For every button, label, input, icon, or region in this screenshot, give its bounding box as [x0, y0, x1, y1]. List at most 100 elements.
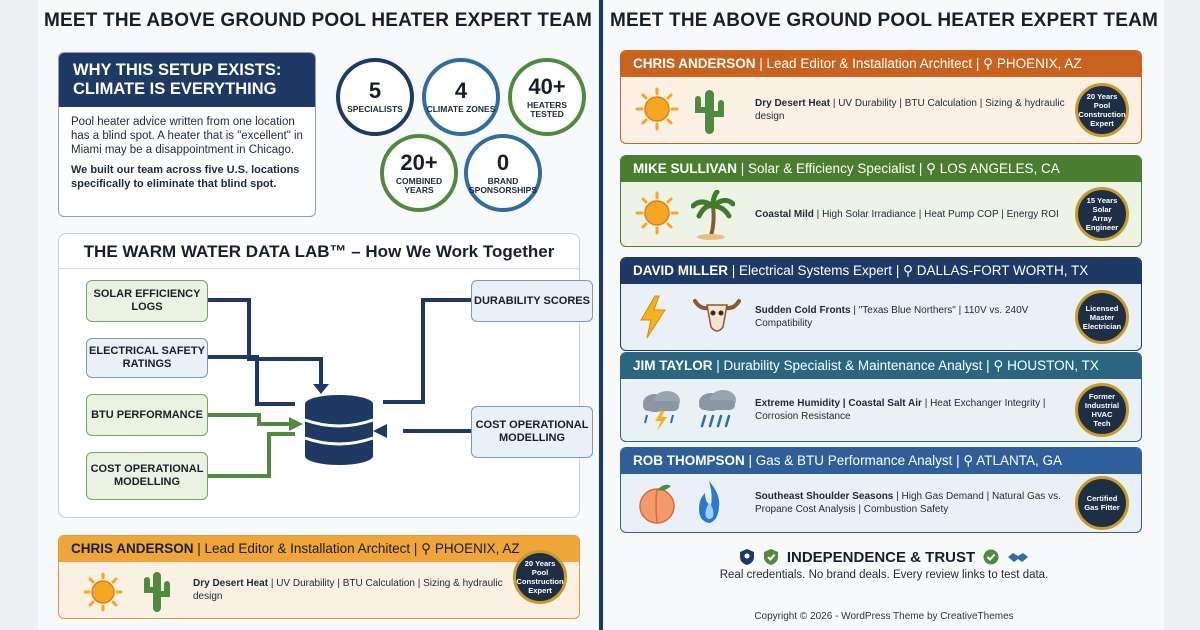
column-divider [599, 0, 603, 630]
card-body: Coastal Mild | High Solar Irradiance | H… [621, 182, 1141, 246]
stat-brand-sponsorships: 0 BRAND SPONSORSHIPS [464, 134, 542, 212]
lab-input-solar: SOLAR EFFICIENCY LOGS [86, 280, 208, 322]
climate-rest: UV Durability | BTU Calculation | Sizing… [193, 578, 503, 602]
location-pin-icon: ⚲ [926, 161, 936, 176]
climate-rest: Heat Exchanger Integrity | Corrosion Res… [755, 398, 1046, 422]
card-body: Sudden Cold Fronts | "Texas Blue Norther… [621, 284, 1141, 350]
lab-title: THE WARM WATER DATA LAB™ – How We Work T… [83, 242, 555, 261]
stat-label: HEATERS TESTED [527, 99, 567, 119]
expert-role: Lead Editor & Installation Architect [204, 541, 411, 556]
storm-cloud-icon [635, 387, 685, 438]
location-pin-icon: ⚲ [903, 263, 913, 278]
card-body: Southeast Shoulder Seasons | High Gas De… [621, 474, 1141, 532]
data-lab-panel: THE WARM WATER DATA LAB™ – How We Work T… [58, 233, 593, 518]
expert-card: MIKE SULLIVAN | Solar & Efficiency Speci… [620, 155, 1142, 247]
flow-line-electrical [207, 355, 295, 406]
expert-location: ATLANTA, GA [976, 453, 1063, 468]
card-details: Coastal Mild | High Solar Irradiance | H… [755, 208, 1059, 220]
why-box: WHY THIS SETUP EXISTS: CLIMATE IS EVERYT… [58, 52, 316, 217]
copyright-text: Copyright © 2026 - WordPress Theme by Cr… [754, 611, 1014, 622]
location-pin-icon: ⚲ [993, 358, 1004, 373]
stat-heaters-tested: 40+ HEATERS TESTED [508, 58, 586, 136]
card-header: ROB THOMPSON | Gas & BTU Performance Ana… [621, 448, 1141, 474]
expert-name: DAVID MILLER [633, 263, 728, 278]
flow-line-durability [383, 298, 471, 404]
right-panel: MEET THE ABOVE GROUND POOL HEATER EXPERT… [604, 0, 1164, 630]
flow-line-btu [207, 413, 295, 426]
stat-label: COMBINED YEARS [395, 175, 443, 195]
trust-section: INDEPENDENCE & TRUST Real credentials. N… [604, 548, 1164, 582]
climate-rest: UV Durability | BTU Calculation | Sizing… [755, 98, 1065, 122]
card-details: Southeast Shoulder Seasons | High Gas De… [755, 491, 1061, 515]
credential-seal: 20 Years Pool Construction Expert [1075, 83, 1129, 137]
stat-label: SPECIALISTS [347, 104, 403, 115]
expert-location: LOS ANGELES, CA [939, 161, 1060, 176]
expert-card: CHRIS ANDERSON | Lead Editor & Installat… [620, 50, 1142, 144]
card-details: Dry Desert Heat | UV Durability | BTU Ca… [755, 98, 1065, 122]
location-pin-icon: ⚲ [963, 453, 974, 468]
card-body: Dry Desert Heat | UV Durability | BTU Ca… [59, 562, 579, 618]
trust-subtitle: Real credentials. No brand deals. Every … [719, 569, 1049, 581]
sun-icon [83, 572, 123, 612]
check-circle-icon [983, 549, 999, 565]
lab-output-cost: COST OPERATIONAL MODELLING [471, 406, 593, 458]
location-pin-icon: ⚲ [421, 541, 432, 556]
lab-input-cost: COST OPERATIONAL MODELLING [86, 452, 208, 500]
card-header: CHRIS ANDERSON | Lead Editor & Installat… [59, 536, 579, 562]
card-body: Extreme Humidity | Coastal Salt Air | He… [621, 379, 1141, 441]
expert-role: Electrical Systems Expert [739, 263, 893, 278]
card-header: MIKE SULLIVAN | Solar & Efficiency Speci… [621, 156, 1141, 182]
stat-label: CLIMATE ZONES [426, 104, 496, 115]
stat-number: 5 [368, 78, 382, 104]
climate-rest: High Gas Demand | Natural Gas vs. Propan… [755, 491, 1061, 515]
why-heading: WHY THIS SETUP EXISTS: CLIMATE IS EVERYT… [59, 53, 315, 107]
climate-rest: "Texas Blue Northers" | 110V vs. 240V Co… [755, 305, 1029, 329]
climate-strong: Coastal Mild [755, 208, 814, 220]
expert-name: ROB THOMPSON [633, 453, 745, 468]
cactus-icon [144, 572, 170, 612]
credential-seal: Licensed Master Electrician [1075, 290, 1129, 344]
right-title: MEET THE ABOVE GROUND POOL HEATER EXPERT… [609, 10, 1159, 31]
stat-specialists: 5 SPECIALISTS [336, 58, 414, 136]
climate-strong: Dry Desert Heat [193, 578, 269, 589]
palm-tree-icon [690, 189, 736, 245]
flow-line-cost [207, 432, 295, 478]
handshake-icon [1008, 553, 1029, 562]
expert-name: MIKE SULLIVAN [633, 161, 737, 176]
expert-role: Solar & Efficiency Specialist [748, 161, 916, 176]
stat-number: 0 [496, 149, 510, 175]
card-header: CHRIS ANDERSON | Lead Editor & Installat… [621, 51, 1141, 77]
why-heading-line1: WHY THIS SETUP EXISTS: [73, 61, 282, 79]
expert-name: JIM TAYLOR [633, 358, 713, 373]
expert-location: DALLAS-FORT WORTH, TX [916, 263, 1089, 278]
lab-flow-lines [207, 298, 471, 478]
trust-heading: INDEPENDENCE & TRUST [604, 548, 1164, 566]
gas-flame-icon [691, 479, 727, 530]
trust-title: INDEPENDENCE & TRUST [786, 548, 976, 566]
lab-output-durability: DURABILITY SCORES [471, 280, 593, 322]
stat-number: 20+ [400, 149, 438, 175]
expert-location: PHOENIX, AZ [434, 541, 520, 556]
card-details: Sudden Cold Fronts | "Texas Blue Norther… [755, 305, 1029, 329]
arrow-head-left [289, 417, 303, 431]
expert-name: CHRIS ANDERSON [71, 541, 194, 556]
expert-role: Durability Specialist & Maintenance Anal… [723, 358, 983, 373]
left-profile-card: CHRIS ANDERSON | Lead Editor & Installat… [58, 535, 580, 619]
shield-user-icon [739, 549, 754, 565]
stat-combined-years: 20+ COMBINED YEARS [380, 134, 458, 212]
location-pin-icon: ⚲ [983, 56, 994, 71]
lab-input-btu: BTU PERFORMANCE [86, 394, 208, 436]
expert-name: CHRIS ANDERSON [633, 56, 756, 71]
credential-seal: Certified Gas Fitter [1075, 476, 1129, 530]
card-details: Extreme Humidity | Coastal Salt Air | He… [755, 398, 1046, 422]
credential-seal: Former Industrial HVAC Tech [1075, 383, 1129, 437]
climate-strong: Extreme Humidity | Coastal Salt Air [755, 398, 922, 409]
lab-input-electrical: ELECTRICAL SAFETY RATINGS [86, 338, 208, 378]
expert-card: DAVID MILLER | Electrical Systems Expert… [620, 257, 1142, 351]
stat-number: 4 [454, 78, 468, 104]
why-heading-line2: CLIMATE IS EVERYTHING [73, 80, 277, 98]
expert-card: ROB THOMPSON | Gas & BTU Performance Ana… [620, 447, 1142, 533]
sun-icon [635, 191, 679, 240]
card-header: JIM TAYLOR | Durability Specialist & Mai… [621, 353, 1141, 379]
